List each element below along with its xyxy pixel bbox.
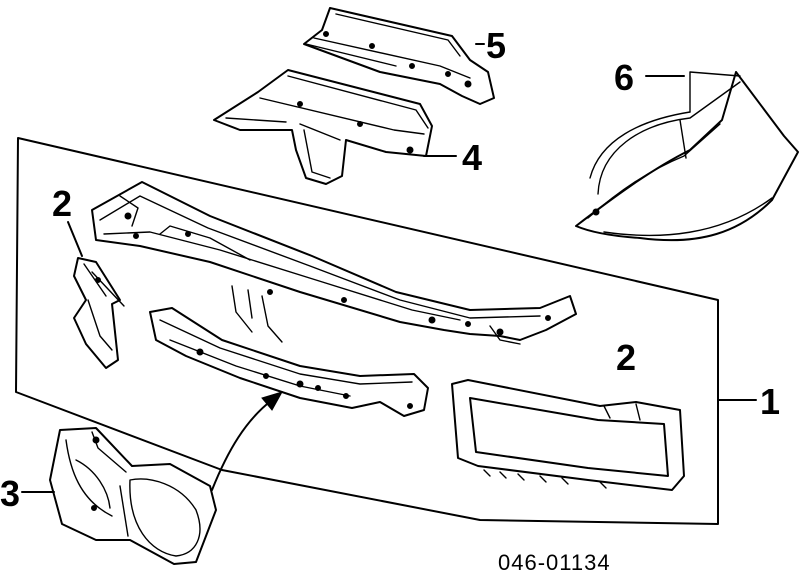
assembly-arrow (211, 391, 284, 491)
part-5-bracket (303, 7, 495, 105)
callout-5: 5 (486, 25, 506, 66)
radiator-support-upper (91, 181, 577, 345)
assembly-panel (15, 137, 719, 525)
part-2-right-frame (451, 379, 685, 491)
callout-3: 3 (0, 473, 20, 514)
leader-2a (67, 221, 83, 257)
part-6-lamp-ring (575, 71, 799, 242)
callout-2-right: 2 (616, 337, 636, 378)
callout-1: 1 (760, 381, 780, 422)
callout-4: 4 (462, 137, 482, 178)
part-2-left-bracket (73, 257, 125, 369)
callout-6: 6 (614, 57, 634, 98)
part-3-housing (49, 427, 217, 565)
part-4-duct (213, 69, 433, 185)
radiator-support-lower (149, 307, 429, 417)
part-number: 046-01134 (498, 550, 611, 575)
callout-2-left: 2 (52, 183, 72, 224)
